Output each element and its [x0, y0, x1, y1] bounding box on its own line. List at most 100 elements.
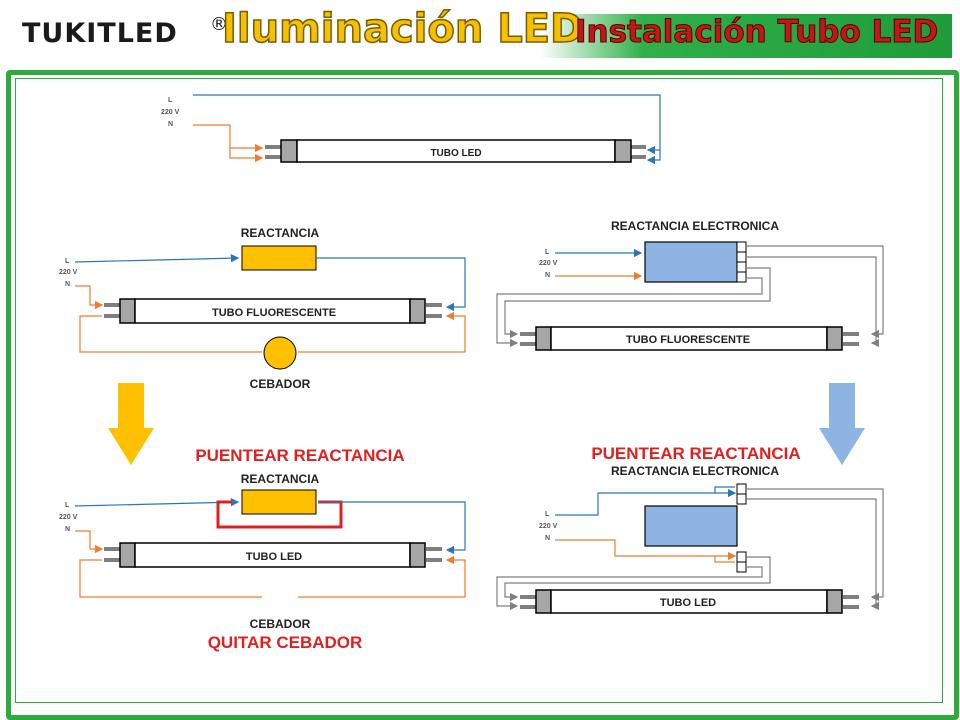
wire-starter-right	[298, 311, 466, 353]
wire-neutral	[193, 124, 264, 153]
panel-right-led: PUENTEAR REACTANCIA REACTANCIA ELECTRONI…	[496, 444, 884, 614]
wire-out-1	[746, 245, 884, 339]
ballast-label: REACTANCIA ELECTRONICA	[611, 219, 779, 233]
panel-left-led: PUENTEAR REACTANCIA REACTANCIA L 220 V N…	[59, 446, 466, 652]
connector	[736, 551, 747, 563]
pin	[843, 332, 859, 336]
pin	[265, 155, 281, 159]
wire-out-3	[504, 556, 771, 602]
wire-out-4	[496, 566, 763, 611]
terminal	[736, 261, 747, 273]
pin	[265, 145, 281, 149]
wire-starter-left	[79, 315, 262, 353]
diagram-frame-inner	[15, 78, 943, 703]
remove-starter-label: QUITAR CEBADOR	[208, 633, 363, 652]
tube-label: TUBO LED	[246, 551, 302, 563]
tube-cap	[826, 589, 843, 614]
supply-voltage-label: 220 V	[59, 514, 78, 521]
logo: TUKITLED ®	[22, 14, 228, 60]
tube-cap	[280, 139, 298, 163]
pin	[426, 547, 442, 551]
wire-neutral	[75, 530, 104, 554]
starter-label: CEBADOR	[250, 377, 311, 391]
terminal	[736, 241, 747, 253]
wire-ballast-to-tube	[318, 501, 466, 555]
tube-label: TUBO FLUORESCENTE	[212, 307, 336, 319]
panel-left-original: REACTANCIA L 220 V N TUBO FLUORESCENTE C…	[59, 226, 466, 391]
pin	[426, 558, 442, 562]
tube-cap	[409, 542, 426, 568]
electronic-ballast	[644, 241, 738, 283]
arrow-down-left	[108, 383, 154, 465]
wire-line-2	[646, 150, 661, 165]
pin	[520, 605, 536, 609]
pin	[426, 314, 442, 318]
ballast-label: REACTANCIA ELECTRONICA	[611, 464, 779, 478]
pin	[630, 155, 646, 159]
tube-label: TUBO LED	[430, 148, 481, 159]
wire-starter-left	[79, 559, 262, 598]
tube-cap	[535, 589, 552, 614]
wire-out-2	[746, 256, 880, 348]
pin	[104, 558, 120, 562]
wire-out-2	[746, 498, 880, 611]
starter-label: CEBADOR	[250, 617, 311, 631]
tube-cap	[119, 298, 136, 324]
pin	[520, 595, 536, 599]
pin	[843, 342, 859, 346]
wire-neutral	[75, 285, 104, 310]
connector	[736, 561, 747, 573]
pin	[104, 314, 120, 318]
wire-line-to-ballast	[74, 253, 240, 263]
wire-out-1	[746, 488, 884, 602]
title-banner	[540, 14, 952, 58]
supply-voltage-label: 220 V	[539, 260, 558, 267]
supply-n-label: N	[545, 272, 550, 279]
supply-l-label: L	[168, 97, 173, 104]
supply-l-label: L	[65, 502, 70, 509]
pin	[426, 303, 442, 307]
wire-starter-right	[298, 555, 466, 598]
supply-l-label: L	[65, 258, 70, 265]
magnetic-ballast-bridged	[241, 489, 317, 515]
tube-label: TUBO FLUORESCENTE	[626, 334, 750, 346]
tube-label: TUBO LED	[660, 597, 716, 609]
pin	[630, 145, 646, 149]
connector	[736, 483, 747, 495]
electronic-ballast-bypassed	[644, 505, 738, 547]
tube-cap	[409, 298, 426, 324]
panel-right-original: REACTANCIA ELECTRONICA L 220 V N TUBO FL…	[496, 219, 884, 351]
supply-voltage-label: 220 V	[59, 269, 78, 276]
supply-voltage-label: 220 V	[161, 109, 180, 116]
tube-body	[134, 298, 411, 324]
instruction-label: PUENTEAR REACTANCIA	[195, 446, 404, 465]
wire-line	[555, 488, 737, 516]
wire-ballast-to-tube	[316, 257, 466, 312]
magnetic-ballast	[241, 245, 317, 271]
supply-n-label: N	[168, 121, 173, 128]
registered-mark: ®	[210, 14, 228, 35]
tube-cap	[826, 326, 843, 351]
arrow-down-right	[819, 383, 865, 465]
wire-out-4	[496, 277, 763, 348]
pin	[843, 605, 859, 609]
pin	[104, 547, 120, 551]
ballast-label: REACTANCIA	[241, 226, 320, 240]
terminal	[736, 251, 747, 263]
tube-body	[134, 542, 411, 568]
wire-line	[193, 94, 661, 155]
supply-n-label: N	[545, 535, 550, 542]
panel-top: L 220 V N TUBO LED	[161, 94, 661, 165]
tube-cap	[119, 542, 136, 568]
tube-cap	[535, 326, 552, 351]
header: TUKITLED ® Iluminación LED Instalación T…	[0, 0, 960, 70]
supply-l-label: L	[545, 249, 550, 256]
supply-voltage-label: 220 V	[539, 523, 558, 530]
wire-neutral	[555, 539, 737, 561]
pin	[520, 342, 536, 346]
ballast-label: REACTANCIA	[241, 472, 320, 486]
logo-text: TUKITLED	[22, 18, 178, 49]
wire-out-3	[504, 267, 771, 339]
page-subtitle: Instalación Tubo LED	[574, 14, 939, 51]
